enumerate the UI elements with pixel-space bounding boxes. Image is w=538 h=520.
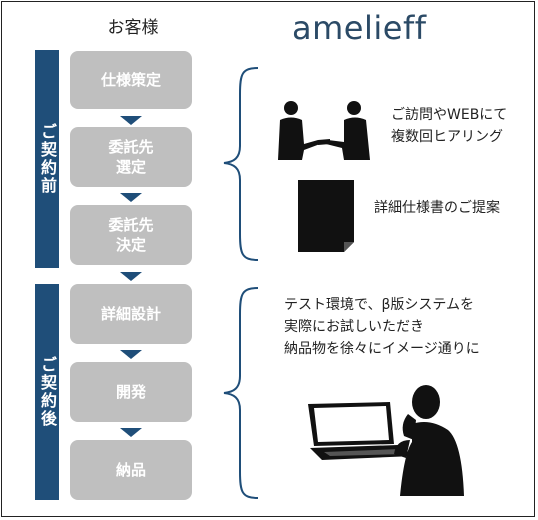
flow-arrow-3 xyxy=(120,272,142,281)
note-hearing-line1: ご訪問やWEBにて xyxy=(391,107,508,123)
step-detail-design: 詳細設計 xyxy=(70,284,192,344)
step-decide-vendor: 委託先 決定 xyxy=(70,205,192,265)
flow-arrow-5 xyxy=(120,428,142,437)
step-select-vendor: 委託先 選定 xyxy=(70,127,192,187)
step-delivery: 納品 xyxy=(70,440,192,500)
note-trial: テスト環境で、β版システムを 実際にお試しいただき 納品物を徐々にイメージ通りに xyxy=(284,294,480,360)
note-hearing: ご訪問やWEBにて 複数回ヒアリング xyxy=(391,104,507,148)
flow-arrow-1 xyxy=(120,116,142,125)
step-decide-line2: 決定 xyxy=(115,236,146,254)
step-development-label: 開発 xyxy=(115,383,146,401)
customer-column-header: お客様 xyxy=(107,18,159,38)
brace-after-icon xyxy=(223,287,259,499)
person-on-phone-icon xyxy=(394,385,464,496)
step-development: 開発 xyxy=(70,362,192,422)
handshake-icon xyxy=(278,101,370,160)
step-spec-label: 仕様策定 xyxy=(100,71,161,89)
brand-logo: amelieff xyxy=(292,9,427,47)
step-delivery-label: 納品 xyxy=(115,461,146,479)
step-decide-line1: 委託先 xyxy=(108,216,154,234)
step-select-line1: 委託先 xyxy=(108,138,154,156)
note-trial-line3: 納品物を徐々にイメージ通りに xyxy=(284,341,480,357)
note-trial-line2: 実際にお試しいただき xyxy=(284,319,424,335)
note-trial-line1: テスト環境で、β版システムを xyxy=(284,297,474,313)
flow-arrow-4 xyxy=(120,350,142,359)
phase-after-contract: ご契約後 xyxy=(35,284,59,500)
step-select-line2: 選定 xyxy=(115,158,146,176)
phase-before-contract: ご契約前 xyxy=(35,50,59,268)
step-spec: 仕様策定 xyxy=(70,51,192,109)
laptop-icon xyxy=(308,402,414,460)
brace-before-icon xyxy=(223,67,259,261)
document-icon xyxy=(298,180,354,252)
flow-arrow-2 xyxy=(120,193,142,202)
note-hearing-line2: 複数回ヒアリング xyxy=(391,129,503,145)
note-proposal: 詳細仕様書のご提案 xyxy=(374,200,500,216)
step-detail-design-label: 詳細設計 xyxy=(100,305,161,323)
